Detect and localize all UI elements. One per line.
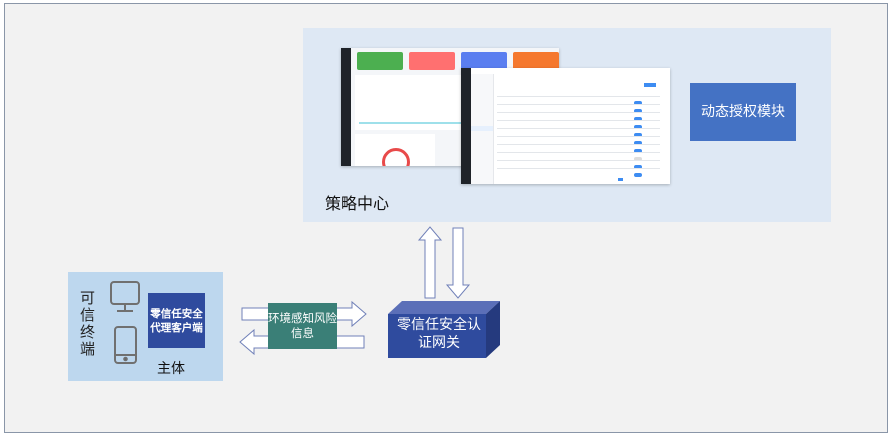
pagination — [618, 178, 623, 181]
table-menu — [471, 74, 494, 184]
stat-card-blue — [461, 52, 507, 70]
phone-icon — [114, 326, 137, 364]
monitor-icon — [110, 281, 140, 312]
zero-trust-agent-client: 零信任安全代理客户端 — [148, 293, 205, 348]
policy-table-screenshot — [461, 68, 670, 184]
table-sidebar — [461, 68, 471, 184]
arrow-down-to-gateway — [445, 227, 471, 299]
subject-label: 主体 — [157, 361, 185, 377]
dashboard-sidebar — [341, 48, 351, 166]
trusted-terminal-label: 可信终端 — [80, 289, 96, 358]
line-chart-panel — [355, 75, 465, 130]
gauge-panel — [355, 134, 435, 166]
policy-center-label: 策略中心 — [325, 194, 390, 213]
stat-card-green — [357, 52, 403, 70]
environment-risk-info: 环境感知风险信息 — [268, 303, 337, 349]
zero-trust-gateway-label: 零信任安全认证网关 — [397, 317, 481, 351]
arrow-up-to-policy — [417, 226, 443, 299]
add-button — [644, 83, 656, 87]
dynamic-authorization-module: 动态授权模块 — [690, 83, 796, 141]
stat-card-red — [409, 52, 455, 70]
gateway-3d-box — [388, 301, 500, 358]
terminal-devices — [110, 281, 140, 364]
stat-card-orange — [513, 52, 559, 70]
